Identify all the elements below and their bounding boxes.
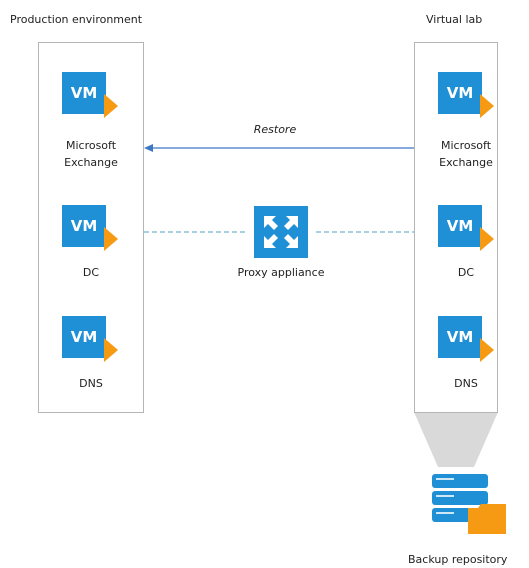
proxy-appliance-icon (254, 206, 308, 258)
backup-repository-label: Backup repository (408, 553, 508, 566)
vm-badge: VM (70, 328, 98, 346)
lab-exchange-label-line1: Microsoft (440, 139, 492, 152)
restore-arrow-head (144, 144, 153, 152)
vm-badge: VM (70, 217, 98, 235)
production-exchange-label-line2: Exchange (64, 156, 118, 169)
virtual-lab-title: Virtual lab (426, 13, 483, 26)
lab-exchange-vm-icon: VM (438, 72, 494, 122)
production-dns-label: DNS (79, 377, 103, 390)
vm-badge: VM (446, 84, 474, 102)
backup-funnel (414, 412, 498, 467)
vm-badge: VM (446, 328, 474, 346)
production-dc-label: DC (82, 266, 100, 279)
vm-badge: VM (446, 217, 474, 235)
production-dns-vm-icon: VM (62, 316, 118, 366)
lab-exchange-label-line2: Exchange (439, 156, 493, 169)
lab-dns-vm-icon: VM (438, 316, 494, 366)
lab-dc-label: DC (457, 266, 475, 279)
lab-dns-label: DNS (454, 377, 478, 390)
production-exchange-vm-icon: VM (62, 72, 118, 122)
proxy-appliance-label: Proxy appliance (237, 266, 325, 279)
vm-badge: VM (70, 84, 98, 102)
backup-repository-icon (432, 474, 506, 534)
production-dc-vm-icon: VM (62, 205, 118, 255)
production-environment-title: Production environment (10, 13, 143, 26)
lab-dc-vm-icon: VM (438, 205, 494, 255)
restore-label: Restore (253, 123, 297, 136)
production-exchange-label-line1: Microsoft (65, 139, 117, 152)
